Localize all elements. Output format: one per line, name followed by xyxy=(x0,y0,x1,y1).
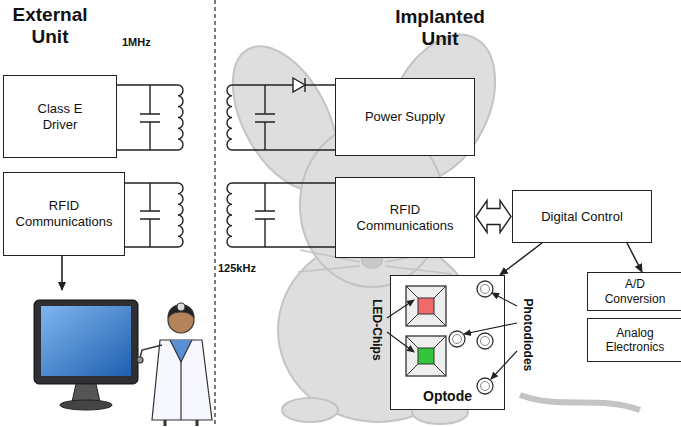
monitor-icon xyxy=(41,306,131,376)
led-chip xyxy=(406,286,446,326)
transformer-coil xyxy=(178,85,232,247)
mouse-watermark xyxy=(282,398,338,422)
signal-arrow xyxy=(627,243,642,272)
photodiode xyxy=(481,285,490,294)
node-text: Power Supply xyxy=(365,109,445,125)
photodiode xyxy=(477,333,493,349)
coil-winding xyxy=(227,85,232,150)
node-text: RFID Communications xyxy=(9,198,119,229)
doctor-figure xyxy=(137,357,143,363)
photodiode xyxy=(481,337,490,346)
part-label: Photodiodes xyxy=(520,299,534,372)
circuit-wire xyxy=(232,85,335,150)
led-chip xyxy=(418,348,434,364)
diode-symbol xyxy=(293,78,305,92)
double-arrow xyxy=(476,201,511,233)
led-chip xyxy=(406,286,446,326)
led-chip xyxy=(418,298,434,314)
process-box: Power Supply xyxy=(335,78,475,156)
coil-winding xyxy=(178,183,183,247)
photodiode xyxy=(481,382,490,391)
process-box: A/D Conversion xyxy=(587,272,681,311)
leader-arrow xyxy=(61,256,63,290)
node-text: Analog Electronics xyxy=(593,326,677,355)
process-box: RFID Communications xyxy=(3,172,125,256)
driver-box: Class E Driver xyxy=(3,75,117,158)
doctor-figure xyxy=(177,303,185,311)
coil-winding xyxy=(227,183,232,247)
section-heading: External Unit xyxy=(0,4,100,48)
node-text: Optode xyxy=(423,388,472,405)
process-box: Analog Electronics xyxy=(587,318,681,362)
coil-winding xyxy=(178,85,183,150)
doctor-figure xyxy=(140,345,162,358)
doctor-figure xyxy=(152,340,212,420)
optode-box: Optode xyxy=(390,275,505,410)
node-text: Class E Driver xyxy=(22,101,98,132)
mouse-watermark xyxy=(520,395,640,410)
diode-symbol xyxy=(304,78,305,92)
photodiode xyxy=(477,281,493,297)
node-text: RFID Communications xyxy=(345,202,465,233)
photodiode xyxy=(449,331,465,347)
mouse-watermark xyxy=(211,17,640,424)
doctor-figure xyxy=(137,303,212,426)
led-chip xyxy=(406,336,446,376)
divider-line xyxy=(214,0,215,427)
monitor-icon xyxy=(72,384,100,402)
monitor-icon xyxy=(34,300,138,384)
circuit-wire xyxy=(232,183,335,247)
circuit-wire xyxy=(117,78,335,247)
circuit-wire xyxy=(117,183,178,247)
photodiode xyxy=(477,378,493,394)
led-chip xyxy=(406,336,446,376)
part-label: LED-Chips xyxy=(369,299,383,360)
section-heading: Implanted Unit xyxy=(385,6,495,50)
node-text: Digital Control xyxy=(541,209,623,225)
leader-line xyxy=(492,293,517,306)
monitor-icon xyxy=(34,300,138,410)
monitor-icon xyxy=(60,400,112,410)
frequency-label: 1MHz xyxy=(122,36,151,49)
doctor-figure xyxy=(165,420,197,426)
leader-line xyxy=(491,351,517,379)
leader-line xyxy=(464,323,517,334)
doctor-figure xyxy=(170,340,192,362)
leader-line xyxy=(387,332,414,352)
node-text: A/D Conversion xyxy=(593,277,677,306)
control-box: Digital Control xyxy=(512,190,652,243)
photodiode xyxy=(453,335,462,344)
process-box: RFID Communications xyxy=(335,177,475,258)
leader-line xyxy=(387,300,414,318)
signal-arrow xyxy=(500,243,542,275)
frequency-label: 125kHz xyxy=(218,262,256,275)
circuit-wire xyxy=(117,85,178,150)
